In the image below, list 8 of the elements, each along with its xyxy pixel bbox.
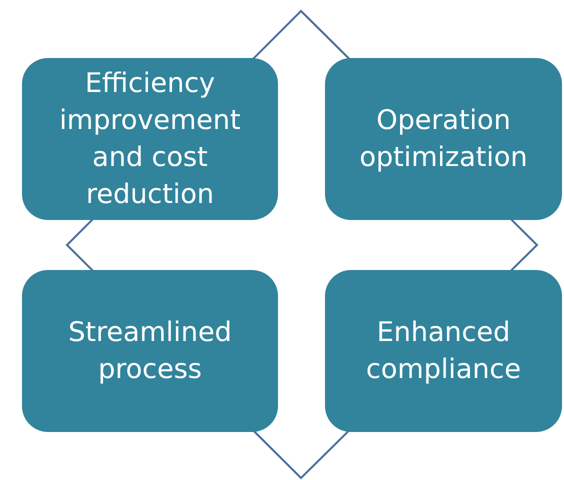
- rounded-box: [22, 58, 278, 220]
- box-label: Operation optimization: [358, 104, 528, 175]
- rounded-box: [325, 270, 562, 432]
- box-label: Streamlined process: [67, 316, 233, 387]
- box-label: Efficiency improvement and cost reduction: [58, 67, 242, 212]
- rounded-box: [22, 270, 278, 432]
- rounded-box: [325, 58, 562, 220]
- box-label: Enhanced compliance: [365, 316, 522, 387]
